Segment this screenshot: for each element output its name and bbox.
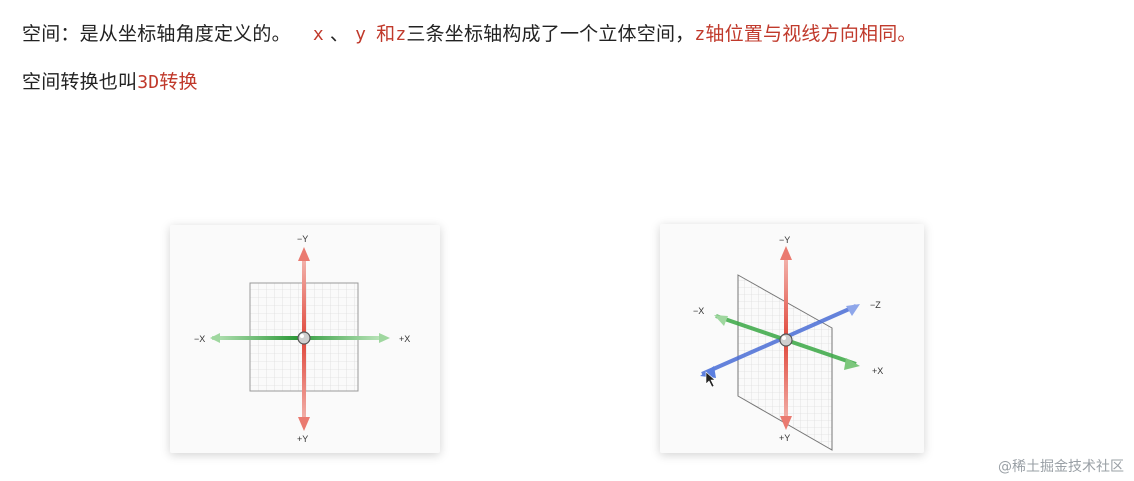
label-neg-y: −Y (779, 235, 790, 245)
neg-x-arrow (714, 315, 728, 326)
pos-x-arrow (379, 333, 390, 343)
label-neg-x: −X (693, 306, 704, 316)
origin-highlight (782, 336, 786, 340)
intro-middle: 三条坐标轴构成了一个立体空间， (406, 23, 695, 45)
pos-y-arrow (780, 416, 792, 430)
neg-z-arrow (846, 304, 860, 316)
2d-axes-svg: −Y +Y −X +X (194, 234, 410, 444)
separator: 、 (329, 23, 350, 45)
neg-y-arrow (780, 246, 792, 260)
label-neg-z: −Z (870, 300, 881, 310)
origin-highlight (300, 334, 304, 338)
intro-line-2: 空间转换也叫3D转换 (22, 67, 198, 94)
x-code: x (312, 24, 324, 45)
z-code-2: z (694, 24, 706, 45)
label-pos-y: +Y (297, 434, 308, 444)
label-pos-x: +X (399, 334, 410, 344)
neg-x-arrow (210, 333, 220, 343)
z-code: z (395, 24, 407, 45)
and-word: 和 (376, 23, 396, 45)
pos-y-arrow (298, 417, 310, 431)
origin-point (779, 333, 793, 347)
line2-prefix: 空间转换也叫 (22, 71, 138, 93)
pos-x-arrow (844, 358, 860, 370)
neg-y-arrow (298, 247, 310, 261)
label-pos-y: +Y (779, 433, 790, 443)
3d-axes-svg: −Y +Y −X +X −Z (693, 235, 883, 451)
intro-suffix: 轴位置与视线方向相同。 (705, 23, 917, 45)
intro-prefix: 空间：是从坐标轴角度定义的。 (22, 23, 291, 45)
watermark: @稀土掘金技术社区 (998, 459, 1124, 475)
z-axis (701, 304, 857, 376)
label-neg-x: −X (194, 334, 205, 344)
label-neg-y: −Y (297, 234, 308, 244)
y-code: y (355, 24, 367, 45)
label-pos-x: +X (872, 366, 883, 376)
3d-code: 3D (137, 72, 160, 93)
line2-suffix: 转换 (159, 71, 198, 93)
origin-point (297, 331, 311, 345)
2d-axes-figure: −Y +Y −X +X (170, 225, 440, 453)
mouse-cursor-icon (705, 371, 716, 388)
x-axis (212, 336, 380, 340)
pos-z-arrow (700, 366, 716, 378)
3d-axes-figure: −Y +Y −X +X −Z (660, 224, 924, 453)
